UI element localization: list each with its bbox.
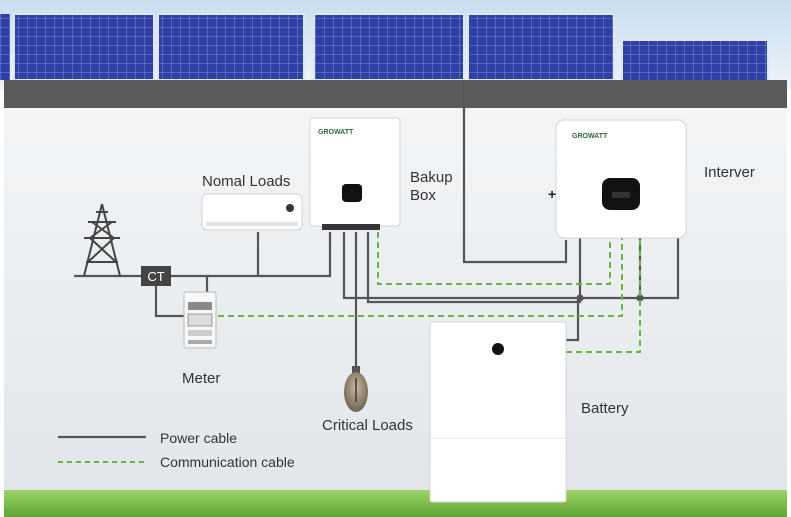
air-conditioner-icon [201,193,303,231]
legend: Power cable Communication cable [58,430,295,470]
ct-meter-line [154,286,184,318]
legend-power-cable-label: Power cable [160,430,237,446]
ct-label: CT [147,269,164,284]
solar-panel [0,14,10,80]
backup-inverter-power-line-2 [366,232,582,304]
battery-comm-line [566,238,641,353]
backup-inverter-power-line [342,232,680,300]
battery-power-line [566,298,580,342]
communication-cables [218,232,641,353]
solar-power-line [462,80,568,264]
critical-loads-label: Critical Loads [322,417,413,434]
backup-box-label-line1: Bakup [410,169,453,186]
solar-panel [621,39,769,83]
solar-panel [313,13,465,81]
inverter-plus-sign: + [548,186,556,202]
light-bulb-icon [344,366,368,412]
backup-box-device: GROWATT [309,117,401,230]
transmission-tower-icon [83,203,121,277]
meter-comm-line [218,238,623,317]
meter-label: Meter [182,370,220,387]
normal-loads-label: Nomal Loads [202,173,290,190]
backup-comm-line [377,232,611,285]
battery-label: Battery [581,400,629,417]
inverter-brand: GROWATT [572,133,608,140]
backup-box-brand: GROWATT [318,129,354,136]
energy-meter-icon [183,291,217,349]
solar-panel-array [0,13,769,83]
solar-panel [467,13,615,81]
solar-panel [157,13,305,81]
legend-communication-cable-label: Communication cable [160,454,295,470]
power-cables [74,80,680,370]
backup-box-label-line2: Box [410,187,436,204]
inverter-label: Interver [704,164,755,181]
roof-band [4,80,787,108]
solar-panel [13,13,155,81]
grass-strip [4,490,787,517]
inverter-device: GROWATT + [548,119,687,239]
battery-device [429,321,567,503]
junction [576,294,584,302]
ct-sensor: CT [141,266,171,286]
